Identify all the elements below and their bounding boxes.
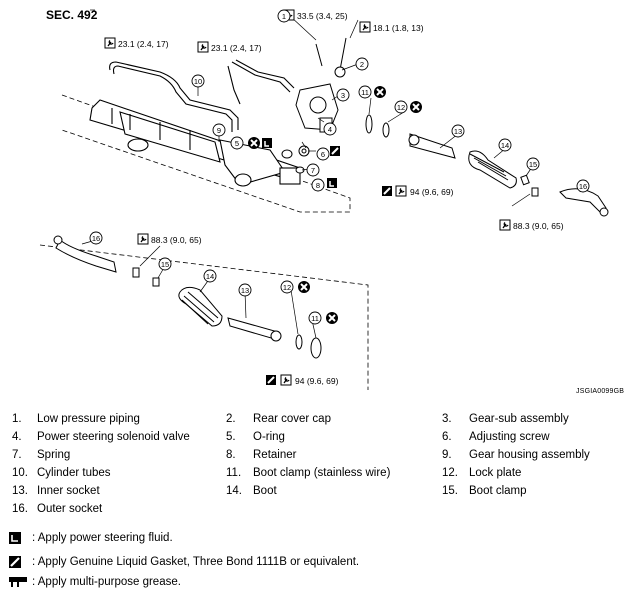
torque-label-3: 23.1 (2.4, 17) [118, 39, 169, 49]
callout-12b [280, 280, 294, 294]
torque-wrench-icon [280, 374, 292, 386]
svg-text:3: 3 [341, 91, 345, 100]
callout-2 [355, 57, 369, 71]
power-steering-fluid-icon [326, 177, 338, 189]
callout-13 [451, 124, 465, 138]
svg-text:14: 14 [501, 141, 509, 150]
gear-sub-assembly [295, 37, 347, 133]
torque-wrench-icon [499, 219, 511, 231]
svg-text:16: 16 [92, 234, 100, 243]
torque-wrench-icon [104, 37, 116, 49]
small-parts [281, 145, 310, 174]
svg-text:12: 12 [397, 103, 405, 112]
svg-text:16: 16 [579, 182, 587, 191]
do-not-reuse-icon [297, 280, 311, 294]
svg-text:12: 12 [283, 283, 291, 292]
svg-text:9: 9 [217, 126, 221, 135]
callout-13b [238, 283, 252, 297]
callout-16b [89, 231, 103, 245]
callout-11b [308, 311, 322, 325]
torque-wrench-icon [395, 185, 407, 197]
callout-8 [311, 178, 325, 192]
liquid-gasket-icon [9, 556, 21, 568]
svg-text:1: 1 [282, 12, 286, 21]
torque-wrench-icon [137, 233, 149, 245]
callout-5 [230, 136, 244, 150]
power-steering-fluid-icon [9, 532, 21, 544]
callout-7 [306, 163, 320, 177]
callout-10 [191, 74, 205, 88]
liquid-gasket-icon [381, 185, 393, 197]
svg-text:6: 6 [321, 150, 325, 159]
callout-16 [576, 179, 590, 193]
gear-housing [89, 99, 301, 187]
callout-9 [212, 123, 226, 137]
torque-wrench-icon [359, 21, 371, 33]
callout-14b [203, 269, 217, 283]
do-not-reuse-icon [373, 85, 387, 99]
exploded-view-diagram: 33.5 (3.4, 25) 18.1 (1.8, 13) 23.1 (2.4,… [39, 9, 609, 390]
liquid-gasket-icon [265, 374, 277, 386]
torque-wrench-icon [197, 41, 209, 53]
torque-label-5: 94 (9.6, 69) [410, 187, 454, 197]
left-side-parts [53, 235, 322, 359]
image-code: JSGIA0099GB [576, 388, 625, 395]
do-not-reuse-icon [247, 136, 261, 150]
right-side-parts [365, 114, 609, 217]
svg-text:8: 8 [316, 181, 320, 190]
lower-dashed-frame [39, 244, 369, 390]
section-label: SEC. 492 [46, 8, 98, 22]
torque-label-1: 33.5 (3.4, 25) [297, 11, 348, 21]
callout-15 [526, 157, 540, 171]
svg-text:5: 5 [235, 139, 239, 148]
svg-text:15: 15 [161, 260, 169, 269]
torque-label-6: 88.3 (9.0, 65) [151, 235, 202, 245]
callout-12 [394, 100, 408, 114]
callout-11 [358, 85, 372, 99]
svg-text:15: 15 [529, 160, 537, 169]
torque-label-4: 23.1 (2.4, 17) [211, 43, 262, 53]
svg-text:13: 13 [454, 127, 462, 136]
svg-text:4: 4 [328, 125, 332, 134]
svg-text:11: 11 [311, 314, 319, 323]
svg-text:13: 13 [241, 286, 249, 295]
callout-3 [336, 88, 350, 102]
callouts [89, 9, 590, 325]
torque-label-2: 18.1 (1.8, 13) [373, 23, 424, 33]
callout-6 [316, 147, 330, 161]
grease-icon [9, 577, 27, 587]
power-steering-fluid-icon [261, 137, 273, 149]
callout-1 [277, 9, 291, 23]
cylinder-tubes [109, 59, 295, 132]
svg-text:11: 11 [361, 88, 369, 97]
callout-4 [323, 122, 337, 136]
svg-text:7: 7 [311, 166, 315, 175]
torque-label-7: 88.3 (9.0, 65) [513, 221, 564, 231]
do-not-reuse-icon [325, 311, 339, 325]
svg-text:10: 10 [194, 77, 202, 86]
liquid-gasket-icon [329, 145, 341, 157]
torque-label-8: 94 (9.6, 69) [295, 376, 339, 386]
callout-15b [158, 257, 172, 271]
svg-text:14: 14 [206, 272, 214, 281]
do-not-reuse-icon [409, 100, 423, 114]
callout-numbers: 1 2 3 4 5 6 7 8 9 10 11 12 13 14 15 16 1… [92, 12, 587, 323]
callout-14 [498, 138, 512, 152]
svg-text:2: 2 [360, 60, 364, 69]
